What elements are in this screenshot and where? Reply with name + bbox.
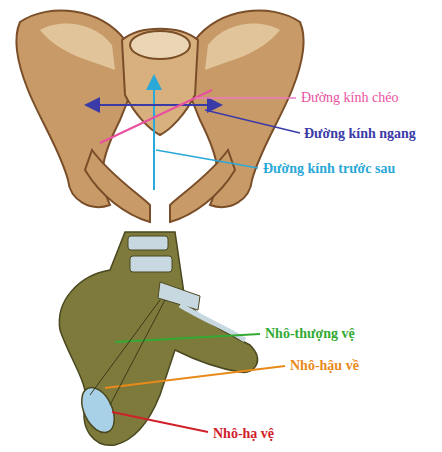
diagram-label: Nhô-thượng vệ <box>264 326 356 342</box>
diagram-label: Nhô-hạ vệ <box>212 426 275 442</box>
diagram-label: Đường kính chéo <box>300 90 399 106</box>
pelvis-side-view <box>50 232 340 452</box>
diagram-label: Đường kính trước sau <box>262 161 396 177</box>
diagram-label: Nhô-hậu về <box>289 358 360 374</box>
pelvis-front-view <box>16 10 303 222</box>
diagram-label: Đường kính ngang <box>303 126 417 142</box>
